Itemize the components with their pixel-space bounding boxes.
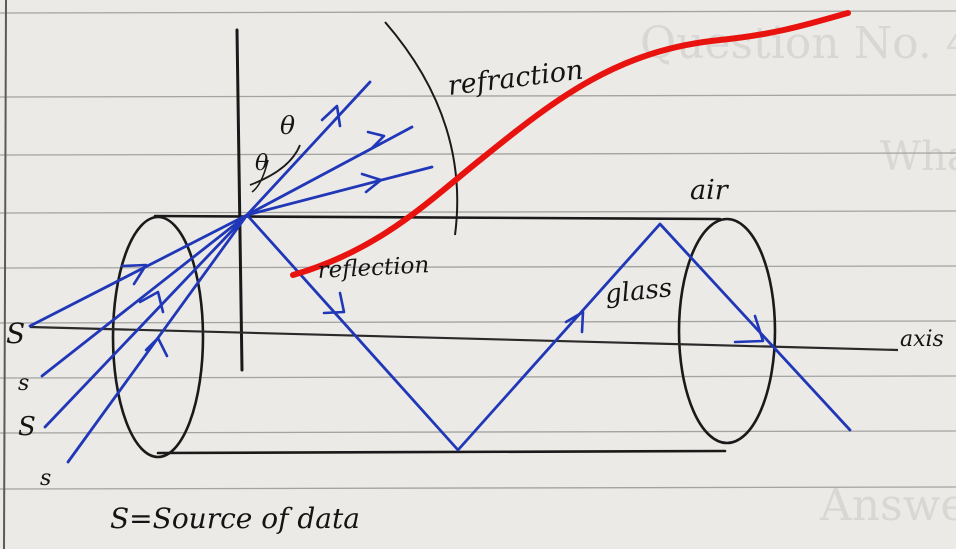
air-label: air: [690, 175, 730, 206]
rule-line: [0, 320, 956, 324]
arrowhead-icon: [120, 263, 148, 286]
reflected-zigzag-ray: [245, 213, 852, 452]
refracted-ray-1: [245, 80, 372, 217]
source-label-4: s: [40, 466, 51, 491]
fiber-bottom-edge: [156, 449, 727, 455]
arrowhead-icon: [366, 130, 386, 150]
rule-line: [0, 210, 956, 214]
arrowhead-icon: [564, 310, 585, 334]
rule-line: [0, 375, 956, 379]
rule-line: [0, 152, 956, 156]
refraction-pointer-curve: [384, 21, 459, 236]
fiber-right-end: [677, 217, 777, 445]
arrowhead-icon: [360, 172, 383, 194]
reflection-label: reflection: [317, 252, 430, 284]
bleed-text-2: What is: [880, 134, 956, 180]
arrowhead-icon: [144, 336, 169, 358]
rule-line: [0, 486, 956, 490]
ruled-lines: [0, 10, 956, 490]
red-marker-stroke: [290, 10, 851, 278]
light-rays: [28, 80, 852, 464]
glass-label: glass: [604, 273, 674, 310]
rule-line: [0, 94, 956, 98]
refracted-ray-3: [245, 165, 434, 217]
fiber-left-end: [111, 215, 205, 459]
theta-label-lower: θ: [255, 151, 268, 176]
normal-line: [235, 28, 244, 372]
axis-line: [29, 325, 899, 352]
arrowhead-icon: [322, 291, 346, 315]
arrowhead-icon: [733, 314, 765, 344]
axis-label: axis: [900, 327, 944, 352]
incident-ray-2: [40, 213, 249, 378]
rule-line: [0, 265, 956, 269]
angle-arc-lower: [251, 159, 269, 193]
source-label-1: S: [6, 317, 25, 350]
refracted-ray-2: [245, 125, 414, 217]
arrowhead-icon: [138, 290, 165, 314]
rule-line: [0, 10, 956, 14]
arrowhead-icon: [320, 104, 342, 128]
margin-line: [3, 0, 7, 549]
incident-ray-1: [28, 213, 249, 328]
rule-line: [0, 430, 956, 434]
source-label-3: S: [18, 412, 36, 442]
theta-label-upper: θ: [280, 111, 295, 140]
caption-source-of-data: S=Source of data: [110, 502, 360, 535]
source-label-2: s: [18, 371, 29, 396]
ray-arrowheads: [120, 104, 765, 358]
angle-arc-upper: [249, 144, 301, 186]
incident-ray-3: [43, 213, 249, 429]
